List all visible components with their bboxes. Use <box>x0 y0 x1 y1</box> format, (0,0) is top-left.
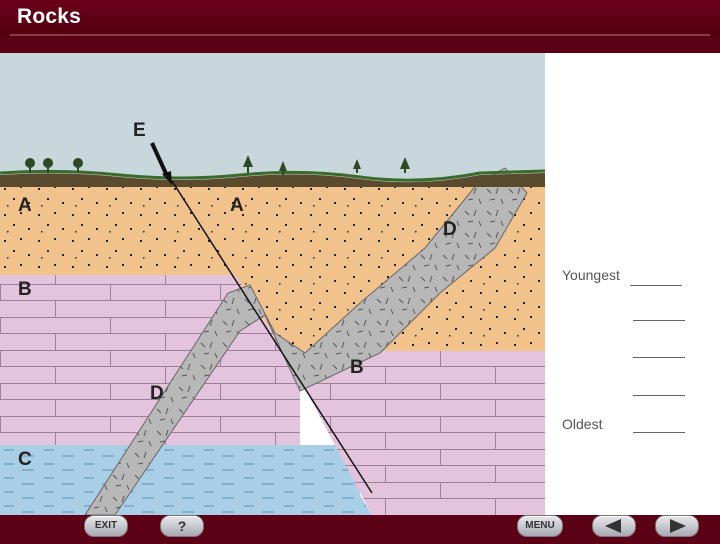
label-e: E <box>133 120 146 141</box>
trees <box>25 155 410 175</box>
answer-blank-4[interactable] <box>633 395 685 396</box>
oldest-label: Oldest <box>562 416 603 432</box>
answer-blank-5[interactable] <box>633 432 685 433</box>
ground-surface <box>0 173 545 187</box>
title-divider <box>10 34 710 36</box>
label-b-left: B <box>18 279 32 300</box>
layer-b-right <box>285 351 545 515</box>
age-order-panel: Youngest Oldest <box>545 53 720 515</box>
menu-button[interactable]: MENU <box>517 515 563 537</box>
nav-bar: EXIT ? MENU <box>0 508 720 540</box>
arrow-left-icon <box>605 519 621 533</box>
label-d-lower: D <box>150 383 164 404</box>
help-button[interactable]: ? <box>160 515 204 537</box>
arrow-icon <box>150 142 172 185</box>
title-bar: Rocks <box>0 0 720 38</box>
fault-line-e <box>171 180 373 494</box>
answer-blank-1[interactable] <box>630 285 682 286</box>
arrow-right-icon <box>670 519 686 533</box>
label-a-left: A <box>18 195 32 216</box>
page-title: Rocks <box>17 5 82 28</box>
help-button-label: ? <box>177 518 187 534</box>
grass-line <box>0 169 545 182</box>
label-c: C <box>18 449 32 470</box>
menu-button-label: MENU <box>525 520 555 531</box>
sky <box>0 53 545 183</box>
exit-button-label: EXIT <box>94 520 118 531</box>
answer-blank-2[interactable] <box>633 320 685 321</box>
exit-button[interactable]: EXIT <box>84 515 128 537</box>
content-area: E A A B B C D D Youngest Oldest <box>0 53 720 515</box>
answer-blank-3[interactable] <box>633 357 685 358</box>
label-a-right: A <box>230 195 244 216</box>
previous-button[interactable] <box>592 515 636 537</box>
layer-c-fault-side <box>0 445 372 515</box>
rock-layers-diagram: E A A B B C D D <box>0 53 545 515</box>
label-d-upper: D <box>443 219 457 240</box>
next-button[interactable] <box>655 515 699 537</box>
label-b-right: B <box>350 357 364 378</box>
youngest-label: Youngest <box>562 267 620 283</box>
